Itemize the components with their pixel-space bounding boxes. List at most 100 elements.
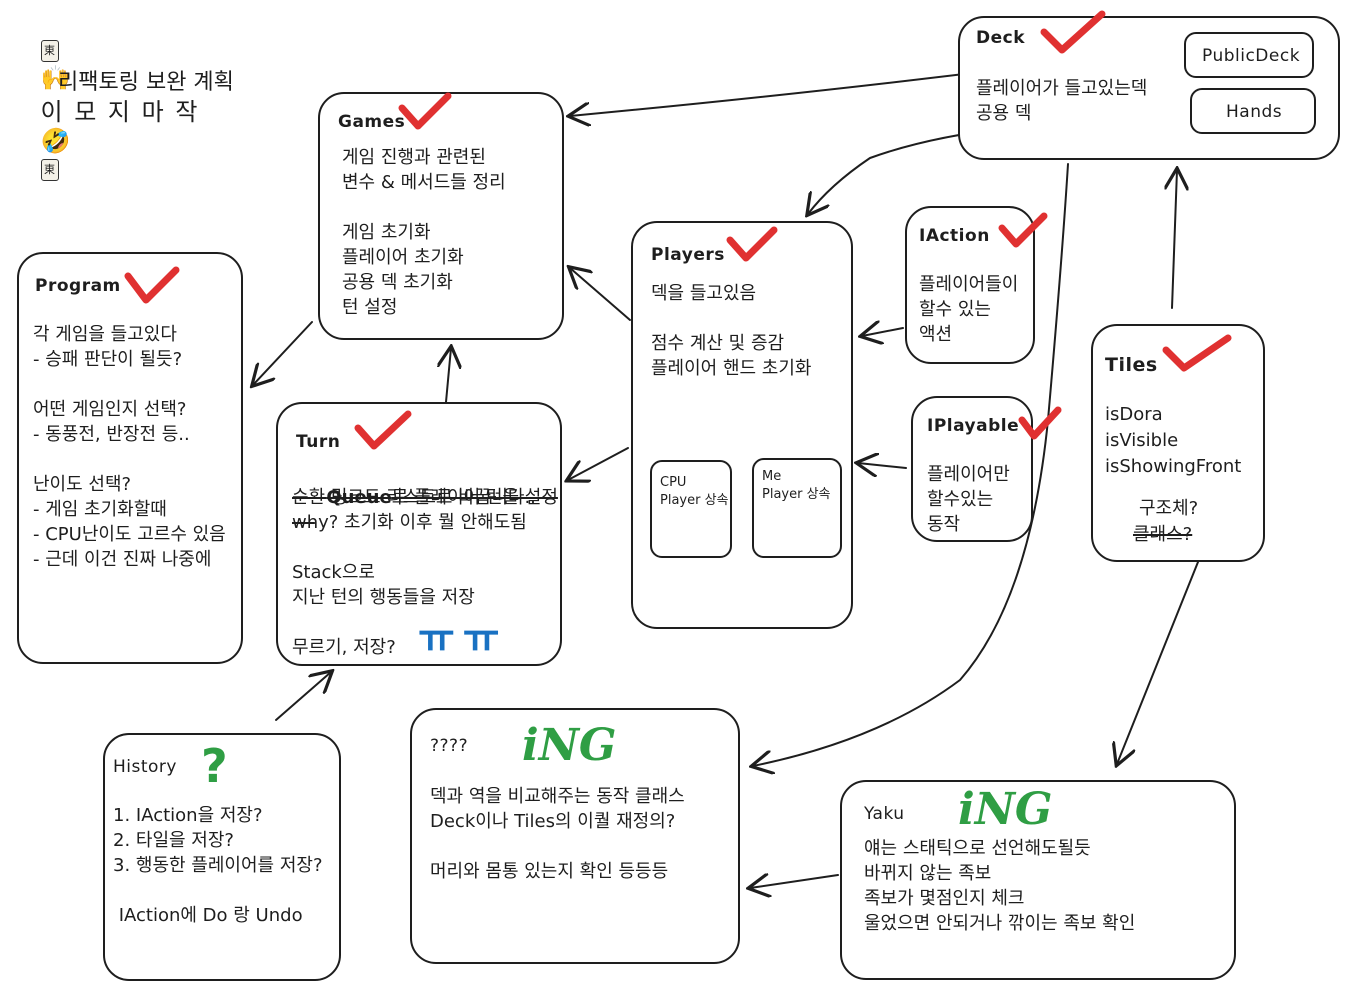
checkmark-icon: [398, 92, 452, 130]
games-line: 플레이어 초기화: [342, 247, 464, 268]
cpu-player-label: CPU Player 상속: [660, 475, 729, 508]
deck-line-1: 플레이어가 들고있는덱: [976, 78, 1148, 99]
arrow-tiles-to-yaku: [1117, 561, 1199, 764]
unknown-ing-badge: iNG: [522, 720, 617, 771]
players-title: Players: [651, 245, 725, 265]
unknown-title: ????: [430, 736, 469, 756]
me-player-node[interactable]: Me Player 상속: [752, 458, 842, 558]
yaku-line: 바뀌지 않는 족보: [864, 863, 992, 884]
program-line: 난이도 선택?: [33, 474, 132, 495]
players-line: 점수 계산 및 증감: [651, 333, 785, 354]
history-line: 1. IAction을 저장?: [113, 805, 263, 826]
iaction-line: 플레이어들이: [919, 274, 1019, 295]
tiles-struct: 구조체?: [1139, 498, 1199, 519]
turn-queue-rest: 로 플레이어 턴을 설정: [391, 487, 558, 508]
turn-queue-word: Queue: [326, 487, 392, 508]
turn-line: Stack으로: [292, 562, 375, 583]
turn-node[interactable]: Turn Queue로 플레이어 턴을 설정 순환 링크드 리스트로 바꿉니다.…: [276, 402, 562, 666]
history-line: IAction에 Do 랑 Undo: [113, 905, 303, 926]
arrow-yaku-to-unknown: [750, 875, 839, 888]
unknown-line: 머리와 몸통 있는지 확인 등등등: [430, 861, 669, 882]
iplayable-line: 플레이어만: [927, 464, 1010, 485]
yaku-line: 얘는 스태틱으로 선언해도될듯: [864, 838, 1091, 859]
iplayable-node[interactable]: IPlayable 플레이어만 할수있는 동작: [911, 396, 1033, 542]
turn-line: 지난 턴의 행동들을 저장: [292, 587, 475, 608]
yaku-node[interactable]: Yaku iNG 얘는 스태틱으로 선언해도될듯 바뀌지 않는 족보 족보가 몇…: [840, 780, 1236, 980]
games-line: 턴 설정: [342, 297, 398, 318]
public-deck-node[interactable]: PublicDeck: [1184, 32, 1314, 78]
games-node[interactable]: Games 게임 진행과 관련된 변수 & 메서드들 정리 게임 초기화 플레이…: [318, 92, 564, 340]
games-line: 게임 초기화: [342, 222, 431, 243]
iaction-line: 액션: [919, 324, 953, 345]
games-line: 공용 덱 초기화: [342, 272, 453, 293]
iaction-line: 할수 있는: [919, 299, 991, 320]
games-title: Games: [338, 112, 406, 132]
players-node[interactable]: Players 덱을 들고있음 점수 계산 및 증감 플레이어 핸드 초기화: [631, 221, 853, 629]
tears-mark: ㅠㅠ: [418, 616, 508, 662]
arrow-iaction-to-players: [862, 328, 904, 336]
hands-label: Hands: [1226, 102, 1283, 122]
iaction-node[interactable]: IAction 플레이어들이 할수 있는 액션: [905, 206, 1035, 364]
program-title: Program: [35, 276, 121, 296]
yaku-line: 족보가 몇점인지 체크: [864, 888, 1025, 909]
program-line: - 게임 초기화할때: [33, 499, 167, 520]
tiles-class-struck: 클래스?: [1133, 524, 1193, 545]
turn-line: 무르기, 저장?: [292, 637, 396, 658]
tiles-prop: isShowingFront: [1105, 456, 1242, 477]
history-line: 3. 행동한 플레이어를 저장?: [113, 855, 323, 876]
arrow-iplayable-to-players: [858, 463, 907, 468]
checkmark-icon: [1162, 334, 1232, 372]
program-line: 어떤 게임인지 선택?: [33, 399, 187, 420]
unknown-line: 덱과 역을 비교해주는 동작 클래스: [430, 786, 685, 807]
yaku-title: Yaku: [864, 804, 905, 824]
games-line: 게임 진행과 관련된: [342, 147, 486, 168]
unknown-node[interactable]: ???? iNG 덱과 역을 비교해주는 동작 클래스 Deck이나 Tiles…: [410, 708, 740, 964]
arrow-tiles-to-deck: [1172, 170, 1177, 309]
page-subtitle: 리팩토링 보완 계획: [58, 70, 234, 95]
tiles-prop: isVisible: [1105, 430, 1179, 451]
history-line: 2. 타일을 저장?: [113, 830, 234, 851]
checkmark-icon: [998, 212, 1048, 248]
arrow-players-to-games: [570, 268, 631, 321]
players-line: 덱을 들고있음: [651, 283, 757, 304]
checkmark-icon: [1018, 406, 1062, 440]
games-line: 변수 & 메서드들 정리: [342, 172, 506, 193]
program-node[interactable]: Program 각 게임을 들고있다 - 승패 판단이 될듯? 어떤 게임인지 …: [17, 252, 243, 664]
arrow-deck-to-unknown: [753, 163, 1069, 766]
program-line: - CPU난이도 고르수 있음: [33, 524, 226, 545]
iplayable-title: IPlayable: [927, 416, 1020, 436]
page-header: 東 🙌 이 모 지 마 작 🤣 東: [10, 8, 199, 211]
cpu-player-node[interactable]: CPU Player 상속: [650, 460, 732, 558]
me-player-label: Me Player 상속: [762, 469, 831, 502]
mahjong-tile-icon: 東: [40, 159, 59, 181]
yaku-ing-badge: iNG: [958, 784, 1053, 835]
iplayable-line: 동작: [927, 514, 961, 535]
tiles-prop: isDora: [1105, 404, 1163, 425]
turn-line: 순환 링크드 리스트로 바꿉니다..: [292, 487, 536, 508]
program-line: 각 게임을 들고있다: [33, 324, 177, 345]
program-line: - 승패 판단이 될듯?: [33, 349, 183, 370]
turn-queue-struck: Queue로 플레이어 턴을 설정: [292, 460, 558, 535]
history-question-mark: ?: [201, 739, 228, 793]
turn-title: Turn: [296, 432, 341, 452]
iaction-title: IAction: [919, 226, 990, 246]
deck-title: Deck: [976, 28, 1026, 48]
laughing-emoji: 🤣: [40, 127, 71, 155]
arrow-history-to-turn: [275, 672, 331, 721]
arrow-turn-to-games: [446, 348, 451, 403]
checkmark-icon: [1040, 10, 1106, 54]
deck-line-2: 공용 덱: [976, 103, 1032, 124]
mahjong-tile-icon: 東: [40, 40, 59, 62]
checkmark-icon: [726, 226, 778, 262]
history-node[interactable]: History ? 1. IAction을 저장? 2. 타일을 저장? 3. …: [103, 733, 341, 981]
yaku-line: 울었으면 안되거나 깎이는 족보 확인: [864, 913, 1136, 934]
checkmark-icon: [354, 410, 412, 450]
raised-hands-emoji: 🙌: [40, 64, 71, 92]
arrow-players-to-turn: [568, 447, 629, 480]
players-line: 플레이어 핸드 초기화: [651, 358, 812, 379]
program-line: - 근데 이건 진짜 나중에: [33, 549, 212, 570]
tiles-title: Tiles: [1105, 354, 1158, 376]
iplayable-line: 할수있는: [927, 489, 994, 510]
hands-node[interactable]: Hands: [1190, 88, 1316, 134]
